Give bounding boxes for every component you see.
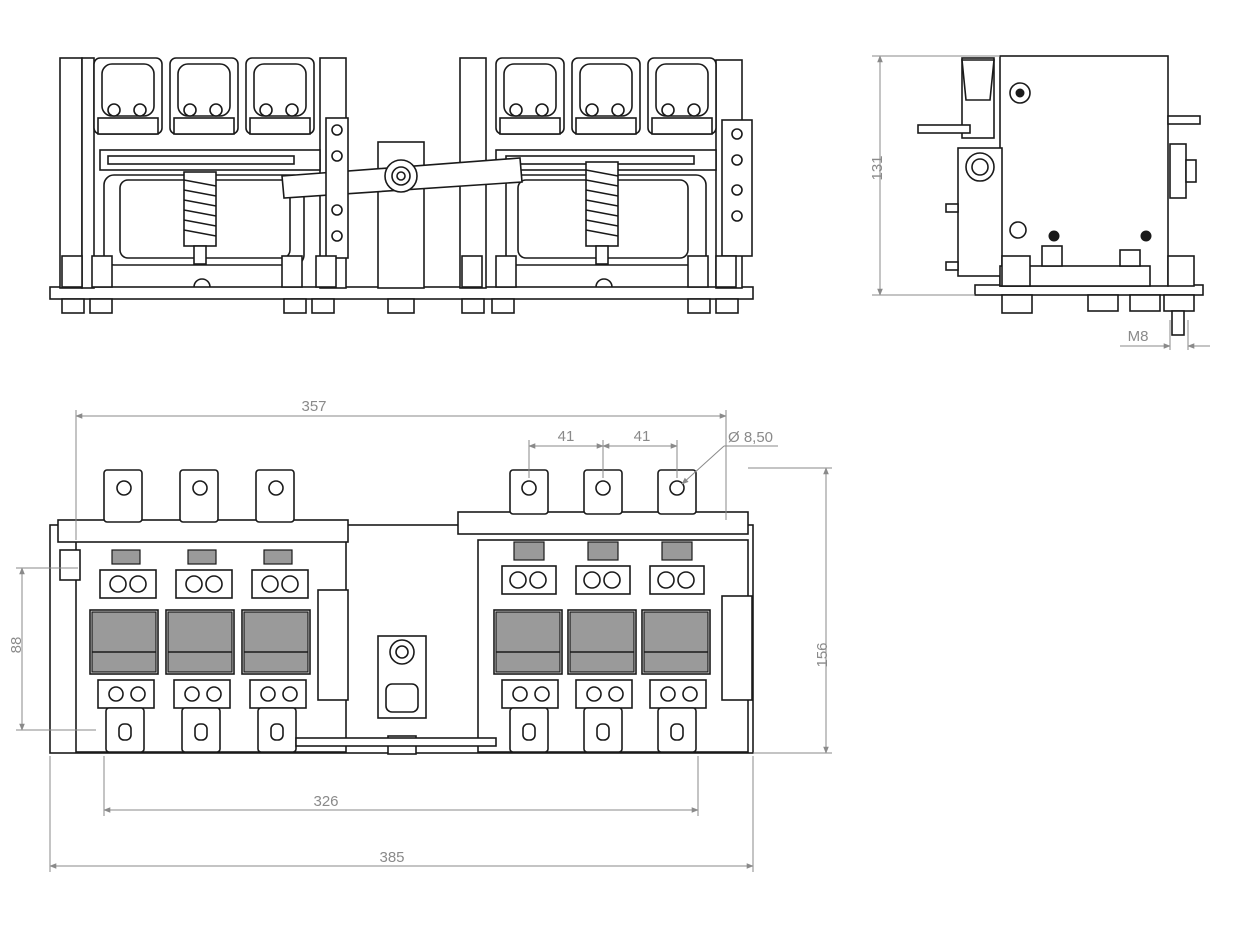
front-view (49, 57, 754, 314)
dim-pitch-right: 41 (634, 428, 651, 445)
left-spring (183, 171, 217, 265)
right-contact-group (495, 57, 717, 135)
right-spring (585, 161, 619, 265)
side-frame (999, 55, 1169, 287)
dim-overall-height: 156 (814, 642, 831, 667)
left-contact-group (93, 57, 315, 135)
dim-hole-diameter: Ø 8,50 (728, 429, 773, 446)
dim-overall-depth: 357 (301, 398, 326, 415)
dimension-labels: 131 M8 357 41 41 Ø 8,50 88 156 326 385 (8, 155, 1148, 866)
dim-mount-width: 326 (313, 793, 338, 810)
dimension-lines (16, 55, 1210, 872)
side-view (917, 55, 1204, 336)
dim-overall-width: 385 (379, 849, 404, 866)
dim-thread: M8 (1128, 328, 1149, 345)
dim-mount-height: 88 (8, 637, 25, 654)
foot-nuts (61, 255, 739, 314)
dim-pitch-left: 41 (558, 428, 575, 445)
top-view (49, 469, 754, 755)
dim-side-height: 131 (869, 155, 886, 180)
